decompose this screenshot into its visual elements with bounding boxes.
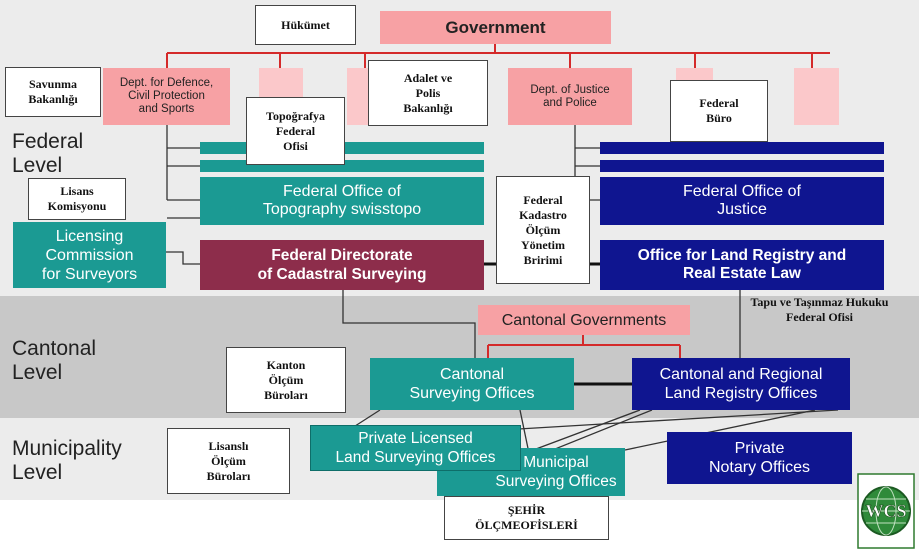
federal-office-strip-4 [600,160,884,172]
cantonal-regional-registry-box: Cantonal and Regional Land Registry Offi… [632,358,850,410]
ministry-placeholder-4 [794,68,839,125]
note-federal-buro: Federal Büro [670,80,768,142]
note-savunma: Savunma Bakanlığı [5,67,101,117]
federal-office-justice-box: Federal Office of Justice [600,177,884,225]
dept-justice-box: Dept. of Justice and Police [508,68,632,125]
office-land-registry-box: Office for Land Registry and Real Estate… [600,240,884,290]
note-adalet: Adalet ve Polis Bakanlığı [368,60,488,126]
private-notary-offices-box: Private Notary Offices [667,432,852,484]
note-kanton: Kanton Ölçüm Büroları [226,347,346,413]
dept-defence-box: Dept. for Defence, Civil Protection and … [103,68,230,125]
wcs-logo-text: WCS [865,501,906,521]
note-kadastro: Federal Kadastro Ölçüm Yönetim Bririmi [496,176,590,284]
cantonal-governments-box: Cantonal Governments [478,305,690,335]
federal-level-label: Federal Level [12,130,84,177]
note-hukumet: Hükümet [255,5,356,45]
federal-office-topography-box: Federal Office of Topography swisstopo [200,177,484,225]
ministry-placeholder-2 [347,68,372,125]
note-topografya: Topoğrafya Federal Ofisi [246,97,345,165]
note-sehir: ŞEHİR ÖLÇMEOFİSLERİ [444,496,609,540]
cantonal-surveying-offices-box: Cantonal Surveying Offices [370,358,574,410]
municipality-level-label: Municipality Level [12,437,122,484]
private-licensed-offices-box: Private Licensed Land Surveying Offices [310,425,521,471]
government-box: Government [380,11,611,44]
cantonal-level-label: Cantonal Level [12,337,97,384]
wcs-logo: WCS [857,473,915,549]
note-lisansli: Lisanslı Ölçüm Büroları [167,428,290,494]
licensing-commission-box: Licensing Commission for Surveyors [13,222,166,288]
note-lisans: Lisans Komisyonu [28,178,126,220]
federal-directorate-box: Federal Directorate of Cadastral Surveyi… [200,240,484,290]
note-tapu: Tapu ve Taşınmaz Hukuku Federal Ofisi [750,295,889,324]
federal-office-strip-3 [600,142,884,154]
